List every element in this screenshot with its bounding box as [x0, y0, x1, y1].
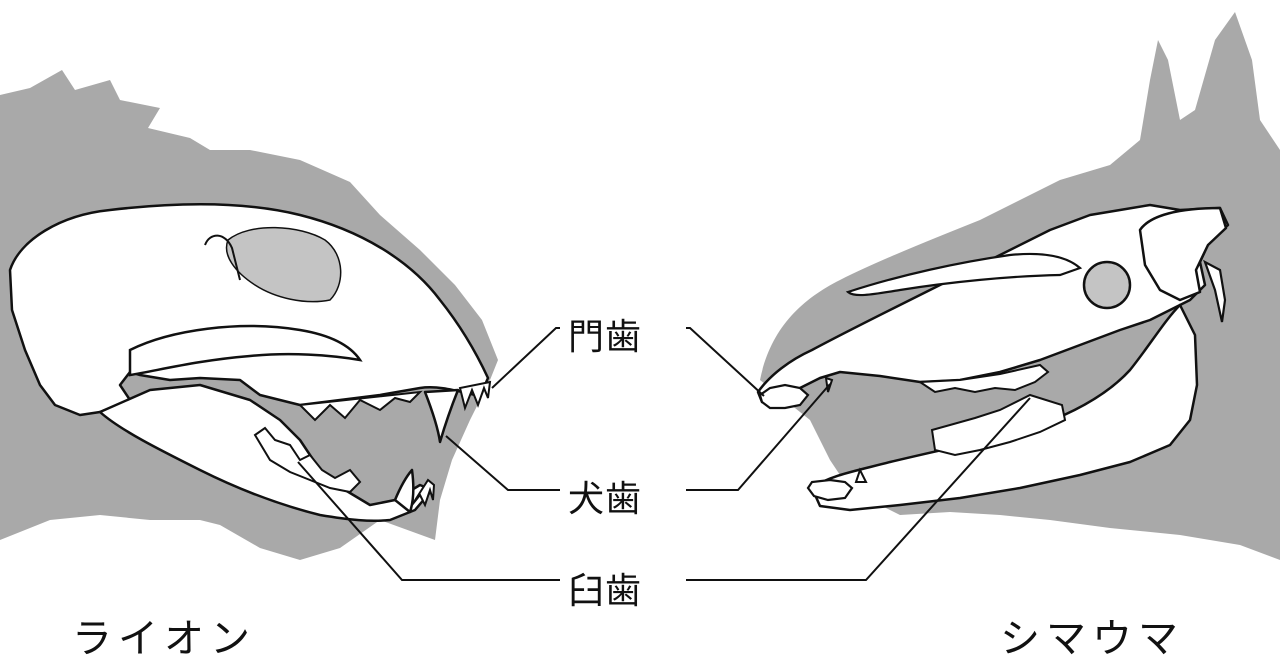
molar-leader-lion	[297, 461, 560, 581]
incisor-leader-zebra	[686, 327, 765, 397]
lion-label: ライオン	[72, 616, 256, 662]
lion-brow-ridge	[204, 234, 241, 281]
lion-lower-incisors	[411, 478, 436, 508]
zebra-label: シマウマ	[1000, 616, 1184, 662]
zebra-lower-jaw	[810, 303, 1199, 512]
zebra-eye-socket	[1082, 260, 1132, 310]
lion-upper-canine	[423, 388, 460, 444]
lion-figure	[0, 70, 498, 560]
molar-leader-zebra	[686, 397, 1031, 581]
leader-lines	[297, 327, 1031, 581]
incisor-label: 門歯	[568, 317, 643, 358]
canine-leader-lion	[445, 435, 560, 491]
incisor-leader-lion	[491, 327, 560, 389]
zebra-lower-incisors	[806, 478, 854, 502]
lion-lower-molars	[253, 426, 362, 494]
molar-label: 臼歯	[568, 571, 643, 612]
zebra-lower-canine	[854, 467, 868, 483]
zebra-upper-incisors	[758, 383, 810, 410]
zebra-facial-crest	[845, 252, 1083, 297]
zebra-upper-molars	[916, 363, 1050, 394]
zebra-horn-process	[1203, 259, 1227, 323]
lion-eye-socket	[225, 226, 342, 303]
zebra-occiput	[1138, 206, 1228, 302]
lion-upper-teeth	[297, 390, 423, 422]
canine-label: 犬歯	[568, 479, 643, 520]
lion-upper-incisors	[458, 380, 492, 412]
zebra-figure	[756, 12, 1280, 560]
canine-leader-zebra	[686, 383, 831, 491]
zebra-lower-molars	[930, 393, 1067, 457]
lion-zygomatic-arch	[128, 324, 363, 377]
lion-lower-canine	[393, 468, 415, 514]
